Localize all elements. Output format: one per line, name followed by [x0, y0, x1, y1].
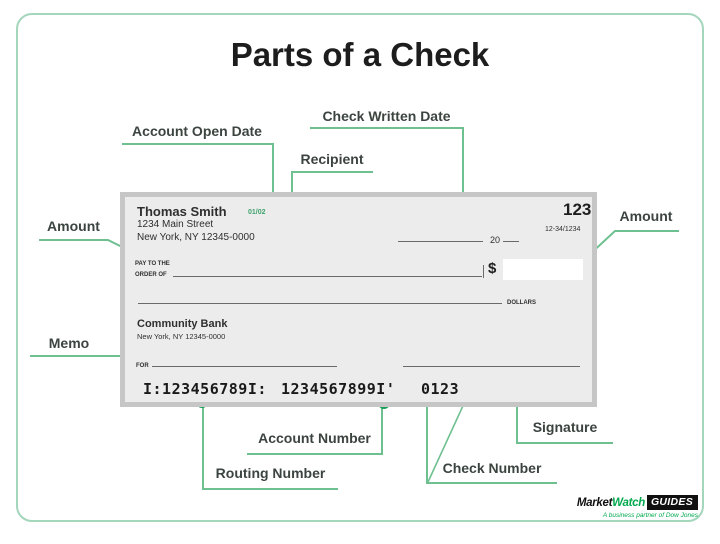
date-year-line — [503, 241, 519, 242]
date-year-prefix: 20 — [490, 235, 501, 245]
label-account-number: Account Number — [258, 430, 371, 446]
label-account-open-date: Account Open Date — [132, 123, 262, 139]
label-signature: Signature — [532, 419, 598, 435]
fraction-code: 12-34/1234 — [545, 226, 581, 233]
label-amount-right: Amount — [619, 208, 673, 224]
micr-account-number: 1234567899I' — [281, 380, 396, 398]
amount-box — [503, 259, 583, 280]
label-memo: Memo — [48, 335, 90, 351]
logo-market: Market — [576, 496, 613, 509]
logo-guides-badge: GUIDES — [646, 495, 698, 510]
account-open-date-value: 01/02 — [248, 209, 266, 216]
amount-bracket — [483, 265, 484, 278]
label-routing-number: Routing Number — [215, 465, 326, 481]
signature-line — [403, 366, 580, 367]
logo-marketwatch-text: MarketWatch — [577, 497, 645, 509]
for-label: FOR — [136, 363, 149, 369]
label-check-written-date: Check Written Date — [322, 108, 451, 124]
amount-words-line — [138, 303, 502, 304]
payer-address-line2: New York, NY 12345-0000 — [137, 232, 255, 243]
logo-watch: Watch — [612, 496, 645, 509]
label-recipient: Recipient — [300, 151, 364, 167]
payee-line — [173, 276, 482, 277]
micr-check-number: 0123 — [421, 380, 460, 398]
bank-name: Community Bank — [137, 318, 228, 330]
bank-address: New York, NY 12345-0000 — [137, 332, 226, 341]
memo-line — [152, 366, 337, 367]
dollars-label: DOLLARS — [507, 300, 536, 306]
marketwatch-guides-logo: MarketWatch GUIDES A business partner of… — [577, 495, 698, 519]
payer-name: Thomas Smith — [137, 204, 227, 219]
order-of-label: ORDER OF — [135, 272, 167, 278]
page-title: Parts of a Check — [230, 36, 490, 73]
payer-address-line1: 1234 Main Street — [137, 219, 214, 230]
check-number-value: 123 — [563, 200, 592, 219]
pay-to-the-label: PAY TO THE — [135, 261, 170, 267]
logo-tagline: A business partner of Dow Jones — [602, 512, 698, 519]
check-illustration: Thomas Smith 1234 Main Street New York, … — [120, 192, 597, 407]
label-check-number: Check Number — [442, 460, 542, 476]
date-line — [398, 241, 483, 242]
micr-routing-number: I:123456789I: — [143, 380, 267, 398]
label-amount-left: Amount — [47, 218, 100, 234]
dollar-sign: $ — [488, 260, 497, 277]
